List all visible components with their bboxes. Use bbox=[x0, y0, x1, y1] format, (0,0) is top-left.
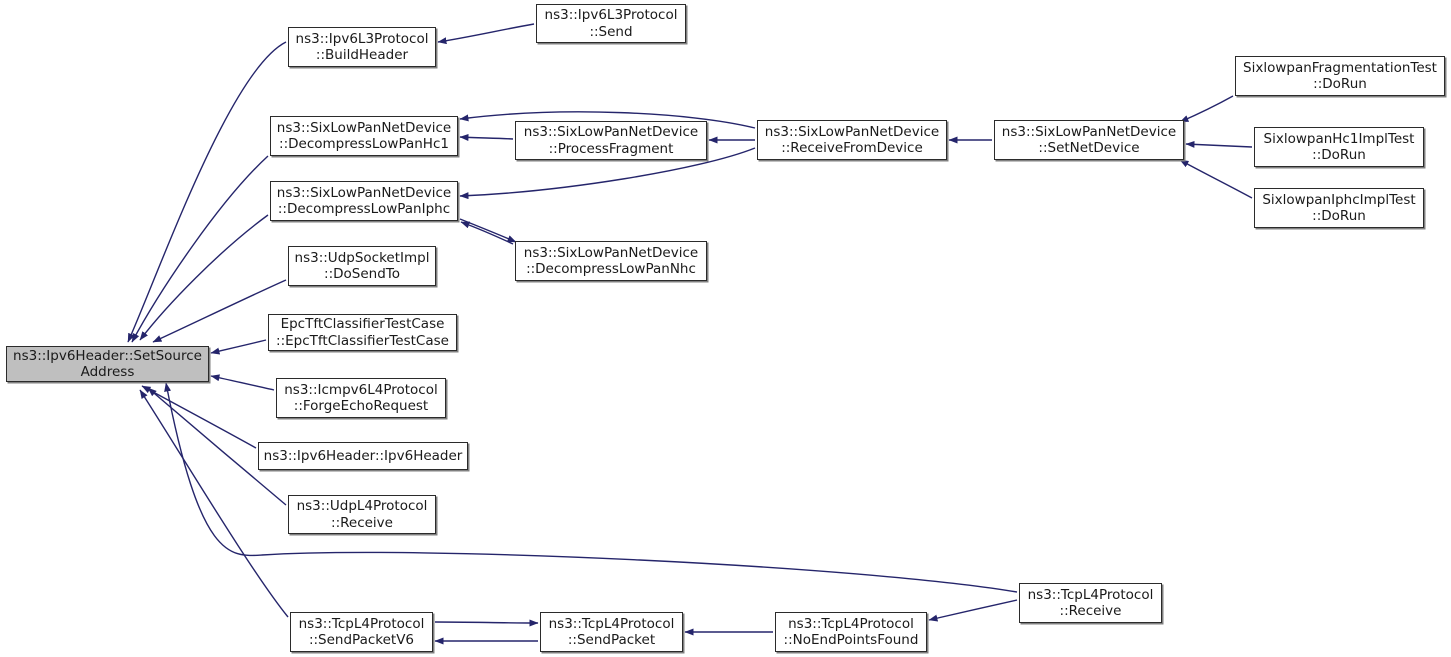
graph-node-label: SixlowpanIphcImplTest ::DoRun bbox=[1262, 191, 1416, 225]
graph-node-label: ns3::SixLowPanNetDevice ::DecompressLowP… bbox=[276, 184, 452, 218]
graph-node[interactable]: ns3::SixLowPanNetDevice ::DecompressLowP… bbox=[515, 241, 707, 281]
graph-node[interactable]: SixlowpanHc1ImplTest ::DoRun bbox=[1254, 127, 1424, 167]
call-edge bbox=[459, 218, 517, 243]
graph-node-current[interactable]: ns3::Ipv6Header::SetSource Address bbox=[6, 346, 209, 382]
graph-node[interactable]: ns3::TcpL4Protocol ::SendPacketV6 bbox=[290, 612, 433, 652]
call-edge bbox=[139, 389, 289, 618]
graph-node[interactable]: ns3::Ipv6L3Protocol ::Send bbox=[536, 4, 686, 43]
call-edge bbox=[459, 133, 514, 141]
call-edge bbox=[437, 23, 535, 45]
graph-node[interactable]: ns3::SixLowPanNetDevice ::ReceiveFromDev… bbox=[757, 120, 947, 160]
graph-node-label: ns3::UdpL4Protocol ::Receive bbox=[296, 498, 428, 531]
graph-node-label: ns3::Ipv6Header::SetSource Address bbox=[13, 347, 202, 381]
graph-node-label: ns3::SixLowPanNetDevice ::DecompressLowP… bbox=[276, 119, 452, 153]
call-edge bbox=[434, 619, 539, 627]
graph-node-label: ns3::SixLowPanNetDevice ::ReceiveFromDev… bbox=[764, 123, 940, 157]
graph-node[interactable]: SixlowpanFragmentationTest ::DoRun bbox=[1235, 56, 1445, 96]
graph-node-label: EpcTftClassifierTestCase ::EpcTftClassif… bbox=[276, 316, 449, 349]
graph-node[interactable]: ns3::SixLowPanNetDevice ::DecompressLowP… bbox=[270, 116, 458, 156]
call-edge bbox=[459, 147, 756, 200]
call-edge bbox=[1179, 95, 1234, 123]
graph-node[interactable]: ns3::TcpL4Protocol ::SendPacket bbox=[540, 612, 683, 652]
call-edge bbox=[164, 382, 1018, 593]
graph-node-label: ns3::SixLowPanNetDevice ::DecompressLowP… bbox=[523, 244, 699, 278]
call-edge bbox=[152, 279, 287, 343]
call-edge bbox=[147, 387, 287, 506]
graph-node[interactable]: ns3::Ipv6L3Protocol ::BuildHeader bbox=[288, 27, 436, 67]
call-edge bbox=[127, 41, 287, 343]
graph-node[interactable]: SixlowpanIphcImplTest ::DoRun bbox=[1254, 188, 1424, 228]
graph-node[interactable]: ns3::SixLowPanNetDevice ::SetNetDevice bbox=[994, 120, 1184, 160]
graph-node-label: SixlowpanHc1ImplTest ::DoRun bbox=[1263, 130, 1415, 164]
call-edge bbox=[459, 111, 756, 129]
graph-node-label: ns3::Ipv6L3Protocol ::BuildHeader bbox=[295, 30, 429, 64]
graph-node[interactable]: EpcTftClassifierTestCase ::EpcTftClassif… bbox=[268, 314, 457, 351]
graph-node-label: ns3::Ipv6Header::Ipv6Header bbox=[263, 447, 463, 464]
graph-node-label: ns3::Ipv6L3Protocol ::Send bbox=[544, 7, 678, 40]
graph-node-label: ns3::TcpL4Protocol ::SendPacket bbox=[548, 615, 675, 649]
call-edge bbox=[460, 221, 514, 245]
graph-node-label: ns3::Icmpv6L4Protocol ::ForgeEchoRequest bbox=[284, 381, 438, 415]
graph-node[interactable]: ns3::UdpL4Protocol ::Receive bbox=[288, 495, 436, 534]
graph-node-label: ns3::TcpL4Protocol ::SendPacketV6 bbox=[298, 615, 425, 649]
graph-node[interactable]: ns3::SixLowPanNetDevice ::ProcessFragmen… bbox=[515, 121, 707, 160]
call-edge bbox=[1179, 159, 1253, 199]
graph-node-label: ns3::SixLowPanNetDevice ::SetNetDevice bbox=[1001, 123, 1177, 157]
graph-node[interactable]: ns3::SixLowPanNetDevice ::DecompressLowP… bbox=[270, 181, 458, 221]
graph-node[interactable]: ns3::Ipv6Header::Ipv6Header bbox=[258, 442, 468, 470]
graph-node[interactable]: ns3::Icmpv6L4Protocol ::ForgeEchoRequest bbox=[276, 378, 446, 418]
call-edge bbox=[139, 214, 269, 341]
call-edge bbox=[210, 339, 267, 355]
call-edge bbox=[1185, 140, 1253, 148]
graph-node[interactable]: ns3::TcpL4Protocol ::NoEndPointsFound bbox=[775, 612, 927, 652]
call-edge bbox=[131, 155, 269, 343]
graph-node-label: ns3::TcpL4Protocol ::Receive bbox=[1027, 586, 1154, 620]
graph-node-label: ns3::UdpSocketImpl ::DoSendTo bbox=[294, 249, 430, 283]
graph-node-label: SixlowpanFragmentationTest ::DoRun bbox=[1243, 59, 1437, 93]
graph-node-label: ns3::TcpL4Protocol ::NoEndPointsFound bbox=[783, 615, 919, 649]
graph-node-label: ns3::SixLowPanNetDevice ::ProcessFragmen… bbox=[523, 124, 699, 157]
graph-node[interactable]: ns3::TcpL4Protocol ::Receive bbox=[1019, 583, 1162, 623]
call-edge bbox=[210, 374, 275, 391]
call-edge bbox=[928, 599, 1018, 622]
call-edge bbox=[141, 385, 257, 449]
graph-node[interactable]: ns3::UdpSocketImpl ::DoSendTo bbox=[288, 246, 436, 286]
